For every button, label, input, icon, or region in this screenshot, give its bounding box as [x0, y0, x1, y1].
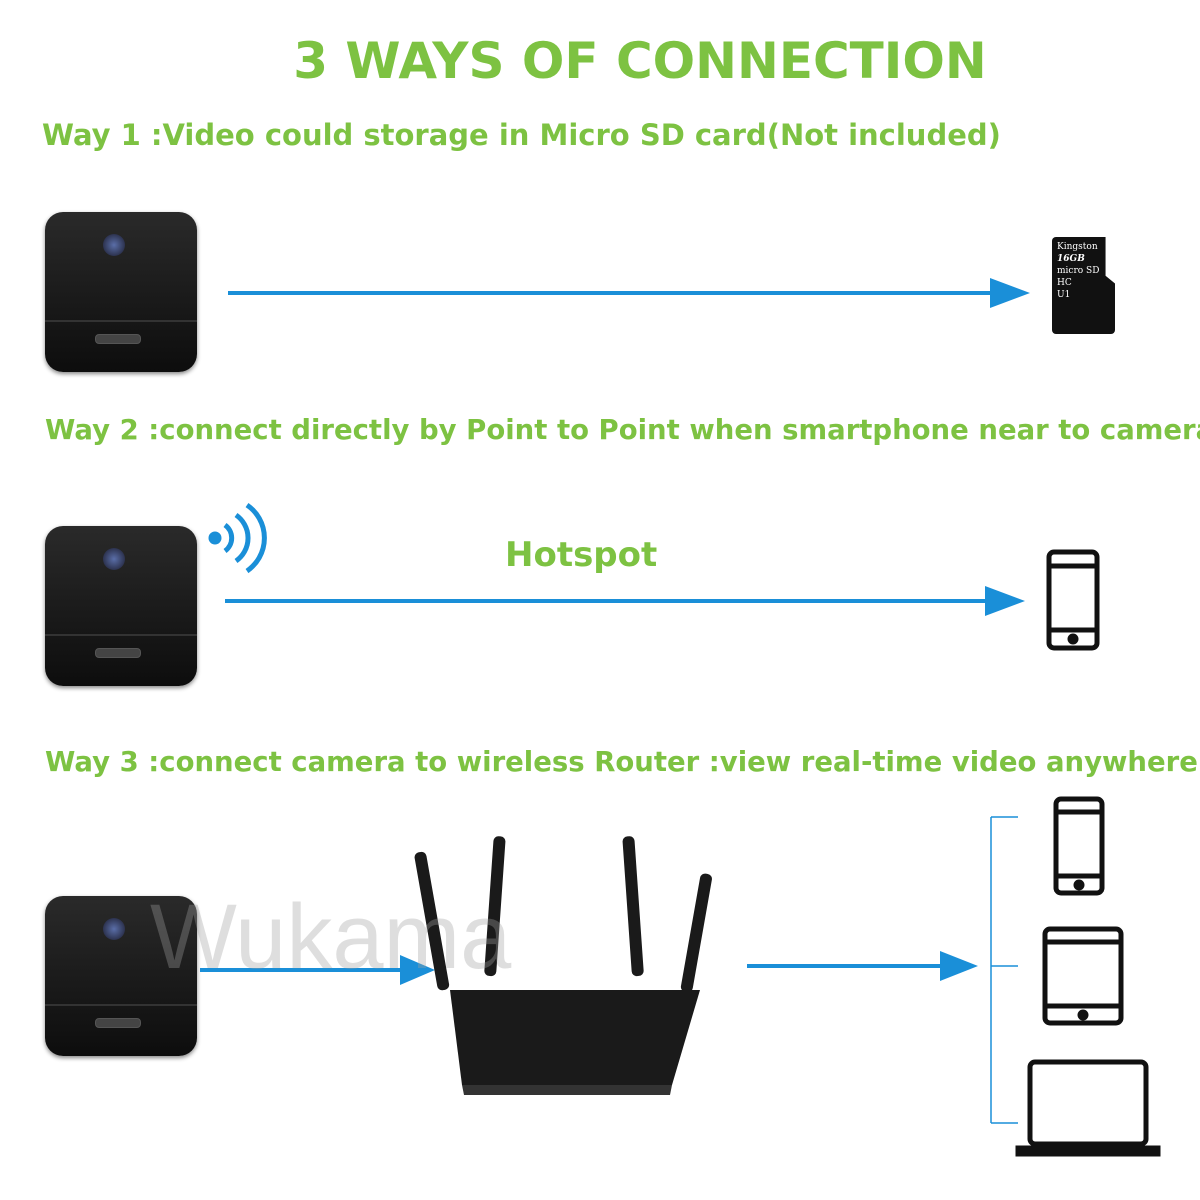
- sd-capacity: 16GB: [1057, 254, 1085, 264]
- camera-device-1: [45, 212, 197, 372]
- page-title: 3 WAYS OF CONNECTION: [293, 32, 987, 90]
- way-2-label: Way 2 :connect directly by Point to Poin…: [45, 414, 1200, 446]
- camera-device-2: [45, 526, 197, 686]
- hotspot-label: Hotspot: [505, 535, 658, 575]
- sd-uhs: U1: [1057, 290, 1071, 300]
- laptop-icon: [1015, 1059, 1161, 1157]
- sd-brand: Kingston: [1057, 242, 1098, 252]
- way-1-label: Way 1 :Video could storage in Micro SD c…: [42, 118, 1001, 152]
- sd-type: micro SD HC: [1057, 266, 1100, 288]
- tablet-icon: [1042, 926, 1124, 1026]
- wifi-signal-icon: [208, 502, 267, 574]
- device-branch-lines: [990, 816, 1018, 1124]
- wireless-router: [414, 836, 712, 1095]
- watermark: Wukama: [150, 886, 512, 988]
- camera-device-3: [45, 896, 197, 1056]
- way-3-label: Way 3 :connect camera to wireless Router…: [45, 746, 1198, 778]
- micro-sd-card: Kingston 16GB micro SD HC U1: [1052, 237, 1115, 334]
- smartphone-icon-way-3: [1053, 796, 1105, 896]
- smartphone-icon-way-2: [1046, 549, 1100, 651]
